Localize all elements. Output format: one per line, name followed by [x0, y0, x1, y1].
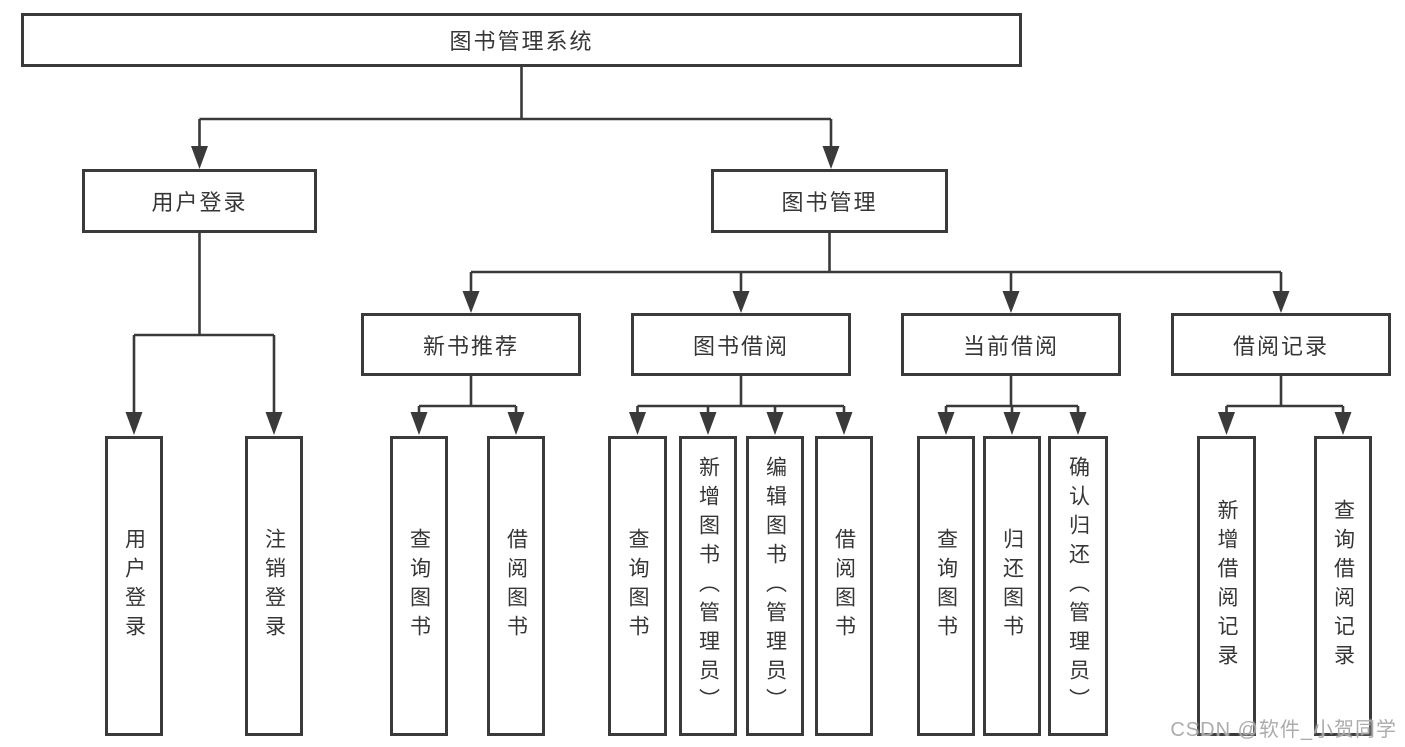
node-leaf-current-return-books-label: 归还图书	[1000, 528, 1024, 644]
node-book-borrowing: 图书借阅	[631, 313, 851, 376]
node-leaf-current-query-books: 查询图书	[917, 436, 975, 736]
node-leaf-borrowing-edit-books: 编辑图书（管理员）	[746, 436, 804, 736]
node-leaf-borrowing-query-books: 查询图书	[608, 436, 667, 736]
node-leaf-current-confirm-return-label: 确认归还（管理员）	[1066, 455, 1090, 717]
node-leaf-user-login-label: 用户登录	[122, 528, 146, 644]
node-leaf-user-login: 用户登录	[105, 436, 163, 736]
node-leaf-borrowing-add-books: 新增图书（管理员）	[679, 436, 737, 736]
node-leaf-records-add-record-label: 新增借阅记录	[1215, 499, 1238, 673]
node-current-borrowing-label: 当前借阅	[962, 333, 1059, 359]
node-leaf-current-return-books: 归还图书	[983, 436, 1041, 736]
node-leaf-current-query-books-label: 查询图书	[934, 528, 958, 644]
node-leaf-logout: 注销登录	[245, 436, 303, 736]
node-book-borrowing-label: 图书借阅	[692, 333, 789, 359]
node-leaf-logout-label: 注销登录	[262, 528, 286, 644]
node-leaf-records-query-record: 查询借阅记录	[1314, 436, 1372, 736]
node-root: 图书管理系统	[21, 13, 1022, 67]
csdn-watermark: CSDN @软件_小贺同学	[1170, 719, 1397, 741]
node-leaf-recommend-borrow-books-label: 借阅图书	[504, 528, 528, 644]
node-user-login-label: 用户登录	[151, 190, 248, 215]
node-new-book-recommend-label: 新书推荐	[422, 333, 519, 359]
node-leaf-borrowing-borrow-books-label: 借阅图书	[832, 528, 856, 644]
node-leaf-recommend-borrow-books: 借阅图书	[487, 436, 545, 736]
node-leaf-records-add-record: 新增借阅记录	[1197, 436, 1256, 736]
node-user-login: 用户登录	[82, 169, 317, 233]
node-leaf-recommend-query-books: 查询图书	[390, 436, 448, 736]
node-current-borrowing: 当前借阅	[901, 313, 1121, 376]
node-root-label: 图书管理系统	[449, 29, 594, 54]
node-leaf-records-query-record-label: 查询借阅记录	[1331, 499, 1355, 673]
node-leaf-borrowing-query-books-label: 查询图书	[626, 528, 649, 644]
node-borrowing-records-label: 借阅记录	[1232, 333, 1329, 359]
node-leaf-current-confirm-return: 确认归还（管理员）	[1048, 436, 1108, 736]
node-leaf-recommend-query-books-label: 查询图书	[407, 528, 431, 644]
node-new-book-recommend: 新书推荐	[361, 313, 581, 376]
node-leaf-borrowing-borrow-books: 借阅图书	[815, 436, 873, 736]
node-borrowing-records: 借阅记录	[1171, 313, 1391, 376]
node-book-management: 图书管理	[711, 169, 948, 233]
node-leaf-borrowing-add-books-label: 新增图书（管理员）	[696, 455, 720, 717]
node-leaf-borrowing-edit-books-label: 编辑图书（管理员）	[763, 455, 787, 717]
node-book-management-label: 图书管理	[781, 190, 878, 215]
